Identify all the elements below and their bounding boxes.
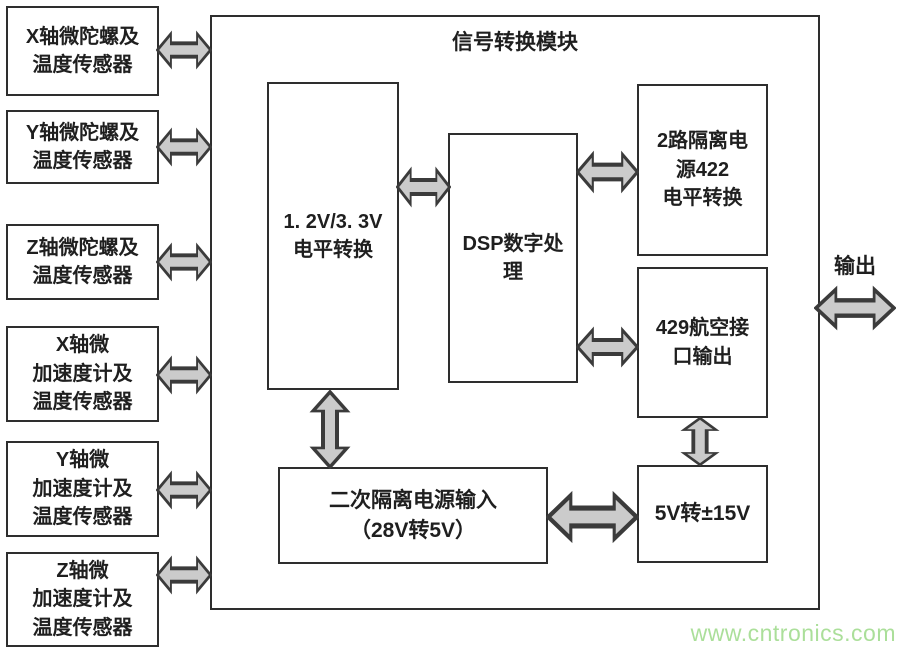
sensor-label: Z轴微 加速度计及 温度传感器 bbox=[32, 559, 133, 639]
block-dsp: DSP数字处 理 bbox=[448, 133, 578, 383]
sensor-box-gyro-y: Y轴微陀螺及 温度传感器 bbox=[6, 110, 159, 184]
output-label: 输出 bbox=[834, 255, 876, 278]
arrow-accel-z-to-module bbox=[156, 554, 212, 596]
block-label: 1. 2V/3. 3V 电平转换 bbox=[283, 210, 383, 261]
double-arrow-icon bbox=[814, 285, 896, 331]
sensor-label: Z轴微陀螺及 温度传感器 bbox=[26, 236, 139, 287]
sensor-box-accel-z: Z轴微 加速度计及 温度传感器 bbox=[6, 552, 159, 647]
watermark-text: www.cntronics.com bbox=[690, 620, 896, 646]
block-5v-to-15v: 5V转±15V bbox=[637, 465, 768, 563]
arrow-dsp-to-429 bbox=[576, 325, 639, 369]
arrow-dsp-to-iso422 bbox=[576, 149, 639, 195]
double-arrow-icon bbox=[396, 166, 451, 208]
double-arrow-icon bbox=[156, 470, 212, 510]
block-label: 二次隔离电源输入 （28V转5V） bbox=[329, 488, 497, 542]
sensor-label: X轴微 加速度计及 温度传感器 bbox=[32, 334, 133, 414]
block-label: 5V转±15V bbox=[654, 502, 751, 526]
arrow-level-shift-to-dsp bbox=[396, 165, 451, 209]
double-arrow-icon bbox=[576, 150, 639, 194]
arrow-accel-y-to-module bbox=[156, 469, 212, 511]
arrow-module-output bbox=[814, 284, 896, 332]
block-label: 2路隔离电 源422 电平转换 bbox=[656, 130, 749, 210]
arrow-level-shift-to-secondary-power bbox=[308, 390, 352, 469]
double-arrow-icon bbox=[546, 490, 639, 544]
arrow-gyro-z-to-module bbox=[156, 241, 212, 283]
sensor-label: X轴微陀螺及 温度传感器 bbox=[25, 25, 140, 76]
sensor-box-accel-y: Y轴微 加速度计及 温度传感器 bbox=[6, 441, 159, 537]
double-arrow-icon bbox=[156, 555, 212, 595]
module-title: 信号转换模块 bbox=[452, 31, 578, 54]
sensor-label: Y轴微陀螺及 温度传感器 bbox=[25, 121, 140, 172]
arrow-gyro-x-to-module bbox=[156, 29, 212, 71]
block-label: 429航空接 口输出 bbox=[655, 317, 750, 368]
double-arrow-icon bbox=[156, 127, 212, 167]
double-arrow-icon bbox=[156, 30, 212, 70]
double-arrow-icon bbox=[680, 417, 720, 466]
sensor-box-gyro-z: Z轴微陀螺及 温度传感器 bbox=[6, 224, 159, 300]
arrow-429-to-5v15v bbox=[679, 417, 721, 466]
arrow-gyro-y-to-module bbox=[156, 126, 212, 168]
block-isolated-power-422: 2路隔离电 源422 电平转换 bbox=[637, 84, 768, 256]
double-arrow-icon bbox=[156, 242, 212, 282]
double-arrow-icon bbox=[156, 355, 212, 395]
double-arrow-icon bbox=[309, 390, 351, 469]
arrow-secondary-power-to-5v15v bbox=[546, 489, 639, 545]
block-429-interface: 429航空接 口输出 bbox=[637, 267, 768, 418]
block-level-shift: 1. 2V/3. 3V 电平转换 bbox=[267, 82, 399, 390]
arrow-accel-x-to-module bbox=[156, 354, 212, 396]
block-label: DSP数字处 理 bbox=[462, 232, 564, 283]
sensor-label: Y轴微 加速度计及 温度传感器 bbox=[32, 449, 133, 529]
double-arrow-icon bbox=[576, 326, 639, 368]
block-secondary-power-input: 二次隔离电源输入 （28V转5V） bbox=[278, 467, 548, 564]
sensor-box-gyro-x: X轴微陀螺及 温度传感器 bbox=[6, 6, 159, 96]
sensor-box-accel-x: X轴微 加速度计及 温度传感器 bbox=[6, 326, 159, 422]
